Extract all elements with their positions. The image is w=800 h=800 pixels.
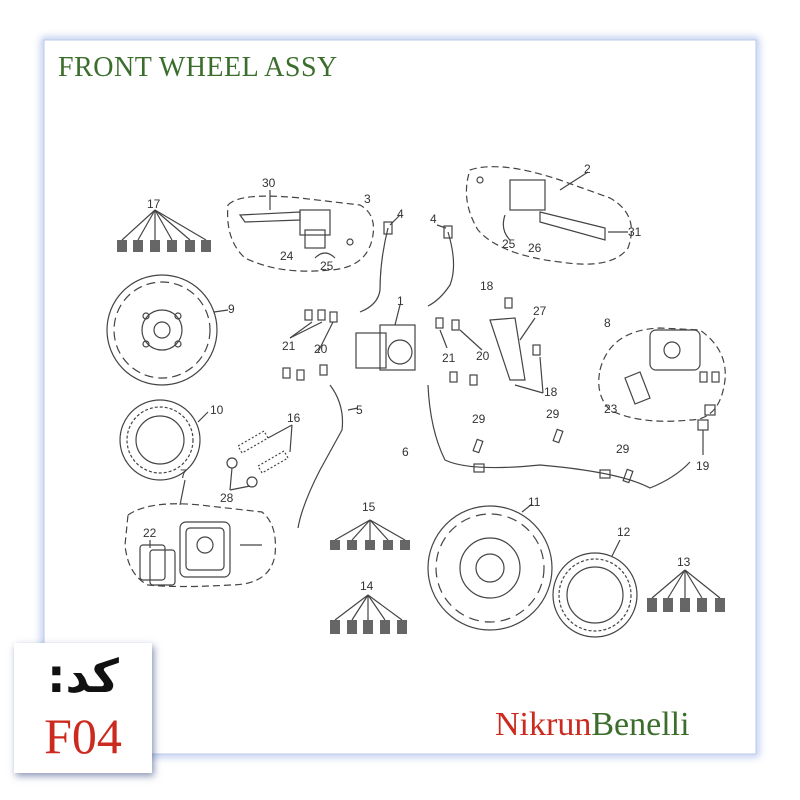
callout-28: 28: [220, 491, 234, 505]
wave-brake-disc-9: [106, 274, 229, 386]
callout-29c: 29: [616, 442, 630, 456]
pins-16-28: [226, 424, 293, 491]
callout-1: 1: [397, 294, 404, 308]
master-cylinder-2: [476, 171, 628, 241]
callout-12: 12: [617, 525, 631, 539]
callout-17: 17: [147, 197, 161, 211]
code-box: کد: F04: [14, 643, 152, 773]
callout-14: 14: [360, 579, 374, 593]
bolts-14: [330, 594, 407, 634]
callout-23: 23: [604, 402, 618, 416]
page-title: FRONT WHEEL ASSY: [58, 52, 338, 83]
callout-29b: 29: [546, 407, 560, 421]
callout-11: 11: [528, 495, 541, 509]
code-label: کد:: [47, 649, 119, 703]
brake-caliper-8: [624, 329, 720, 405]
master-cylinder-3: [238, 190, 354, 259]
wave-brake-disc-11: [427, 503, 553, 631]
callout-21a: 21: [282, 339, 296, 353]
callout-25a: 25: [320, 259, 334, 273]
abs-unit-1: [355, 304, 416, 371]
exploded-parts-diagram: [106, 166, 726, 638]
callout-13: 13: [677, 555, 691, 569]
brand-part-2: Benelli: [591, 706, 690, 743]
bolts-17: [117, 209, 211, 252]
callout-4b: 4: [430, 212, 437, 226]
callout-8: 8: [604, 316, 611, 330]
callout-3: 3: [364, 192, 371, 206]
callout-18b: 18: [544, 385, 558, 399]
tone-ring-10: [119, 399, 209, 481]
callout-4a: 4: [397, 207, 404, 221]
callout-16: 16: [287, 411, 301, 425]
callout-10: 10: [210, 403, 224, 417]
callout-15: 15: [362, 500, 376, 514]
callout-20b: 20: [476, 349, 490, 363]
callout-19: 19: [696, 459, 710, 473]
bolts-13: [647, 569, 725, 612]
callout-2: 2: [584, 162, 591, 176]
tone-ring-12: [552, 539, 638, 638]
callout-24: 24: [280, 249, 294, 263]
callout-25b: 25: [502, 237, 516, 251]
bolt-19: [697, 404, 716, 455]
callout-20a: 20: [314, 342, 328, 356]
callout-22: 22: [143, 526, 157, 540]
clips-29: [472, 428, 634, 484]
callout-6: 6: [402, 445, 409, 459]
brake-hose-6: [427, 384, 691, 489]
part-number-callouts: 17 9 10 16 7 28 22 30 3 4 4 24 25 2 31 2…: [143, 162, 710, 593]
callout-9: 9: [228, 302, 235, 316]
brake-hose-5: [297, 384, 359, 529]
code-value: F04: [44, 708, 122, 764]
callout-5: 5: [356, 403, 363, 417]
brake-hose-4a: [359, 214, 401, 313]
group-outline-3: [227, 195, 375, 272]
callout-7: 7: [180, 467, 187, 481]
brake-caliper-7: [139, 479, 262, 586]
callout-30: 30: [262, 176, 276, 190]
bolts-15: [330, 519, 410, 550]
callout-18a: 18: [480, 279, 494, 293]
bolts-21-20-left: [282, 309, 338, 381]
group-outline-2: [465, 166, 632, 265]
bracket-27: [489, 297, 544, 394]
callout-29a: 29: [472, 412, 486, 426]
callout-26: 26: [528, 241, 542, 255]
callout-21b: 21: [442, 351, 456, 365]
bolts-21-20-right: [435, 317, 483, 386]
group-outline-7: [124, 503, 277, 588]
brake-hose-4b: [427, 224, 455, 307]
callout-31: 31: [628, 225, 642, 239]
brand-part-1: Nikrun: [495, 706, 592, 743]
callout-27: 27: [533, 304, 547, 318]
brand-logo-text: NikrunBenelli: [495, 706, 690, 744]
